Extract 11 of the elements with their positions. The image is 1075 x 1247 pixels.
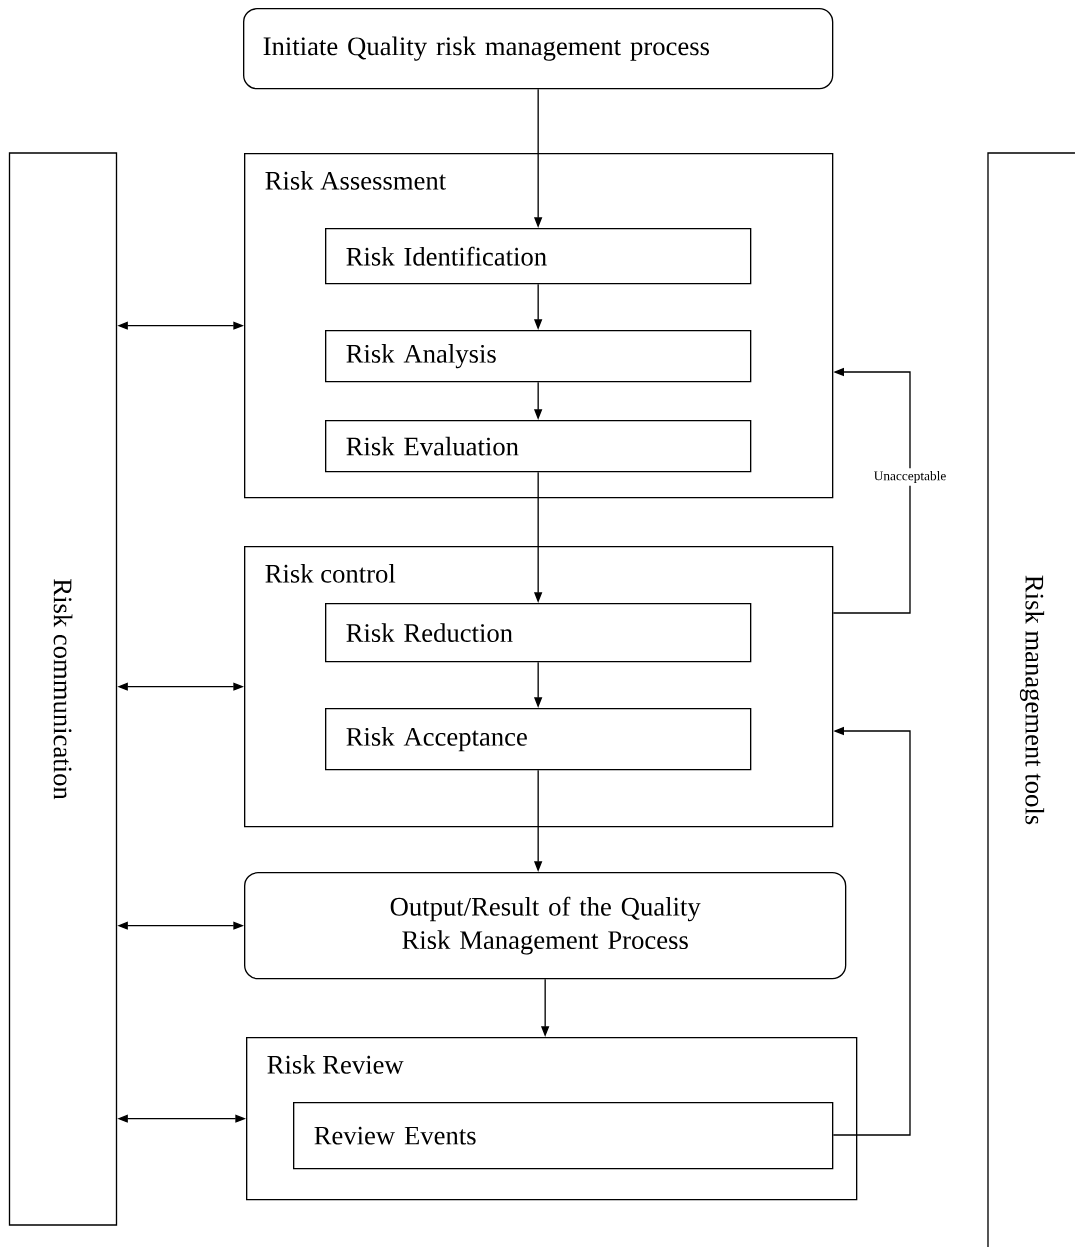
- side-bar: Risk communication: [8, 152, 118, 1226]
- step-box: Risk Analysis: [325, 330, 752, 383]
- step-box: Review Events: [293, 1102, 834, 1170]
- step-box: Risk Reduction: [325, 603, 752, 663]
- step-box: Risk Evaluation: [325, 420, 752, 473]
- step-box: Risk Acceptance: [325, 708, 752, 771]
- start-box: Initiate Quality risk management process: [243, 8, 834, 90]
- result-box: Output/Result of the Quality Risk Management Process: [244, 872, 847, 980]
- edge-label: Unacceptable: [871, 468, 949, 486]
- step-box: Risk Identification: [325, 228, 752, 285]
- side-bar: Risk management tools: [987, 152, 1075, 1247]
